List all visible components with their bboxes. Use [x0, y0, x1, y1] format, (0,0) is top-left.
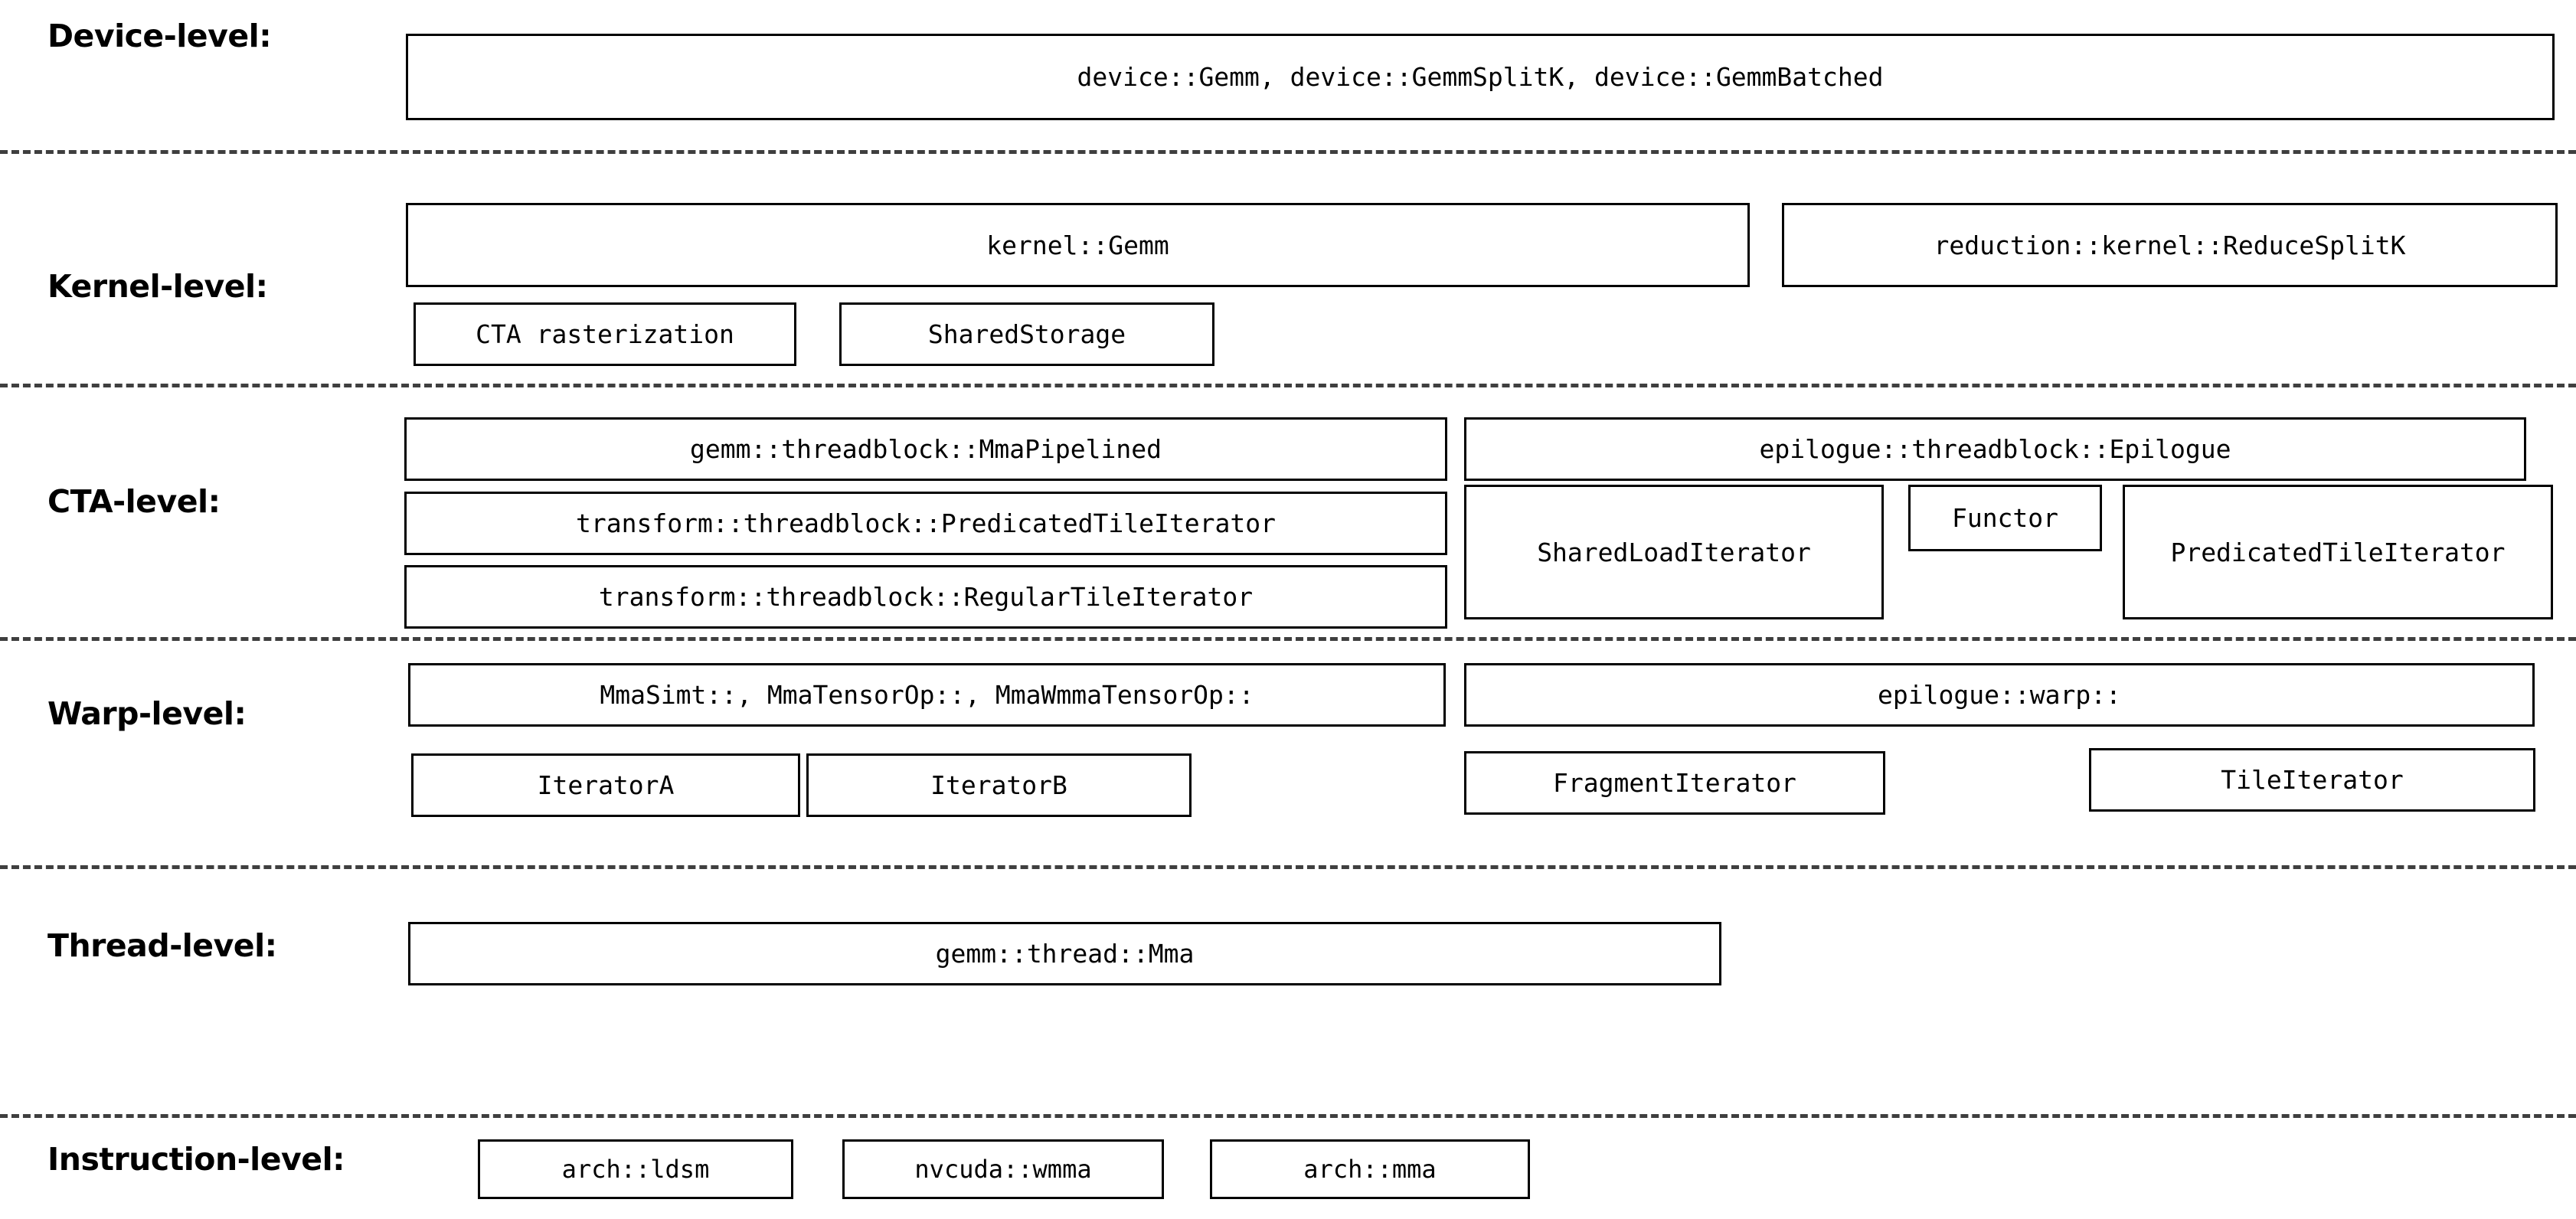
divider-warp-thread	[0, 865, 2576, 869]
box-device-gemm[interactable]: device::Gemm, device::GemmSplitK, device…	[406, 34, 2555, 120]
box-arch-ldsm[interactable]: arch::ldsm	[478, 1139, 793, 1199]
divider-kernel-cta	[0, 384, 2576, 387]
box-epilogue-threadblock-epilogue[interactable]: epilogue::threadblock::Epilogue	[1464, 417, 2526, 481]
box-mma-ops[interactable]: MmaSimt::, MmaTensorOp::, MmaWmmaTensorO…	[408, 663, 1446, 727]
box-iteratorb[interactable]: IteratorB	[806, 753, 1192, 817]
box-kernel-gemm[interactable]: kernel::Gemm	[406, 203, 1750, 287]
box-functor[interactable]: Functor	[1908, 485, 2102, 551]
level-label-kernel: Kernel-level:	[47, 268, 268, 305]
divider-thread-instruction	[0, 1114, 2576, 1118]
divider-device-kernel	[0, 150, 2576, 154]
level-label-device: Device-level:	[47, 18, 272, 54]
box-shared-storage[interactable]: SharedStorage	[839, 302, 1214, 366]
box-transform-threadblock-regulartileiterator[interactable]: transform::threadblock::RegularTileItera…	[404, 565, 1447, 629]
box-arch-mma[interactable]: arch::mma	[1210, 1139, 1530, 1199]
box-gemm-thread-mma[interactable]: gemm::thread::Mma	[408, 922, 1721, 985]
box-gemm-threadblock-mmapipelined[interactable]: gemm::threadblock::MmaPipelined	[404, 417, 1447, 481]
level-label-cta: CTA-level:	[47, 483, 221, 520]
box-iteratora[interactable]: IteratorA	[411, 753, 800, 817]
box-predicatedtileiterator[interactable]: PredicatedTileIterator	[2123, 485, 2553, 619]
box-sharedloaditerator[interactable]: SharedLoadIterator	[1464, 485, 1884, 619]
box-tileiterator[interactable]: TileIterator	[2089, 748, 2535, 812]
box-cta-rasterization[interactable]: CTA rasterization	[414, 302, 796, 366]
box-fragmentiterator[interactable]: FragmentIterator	[1464, 751, 1885, 815]
level-label-instruction: Instruction-level:	[47, 1141, 345, 1178]
box-transform-threadblock-predicatedtileiterator[interactable]: transform::threadblock::PredicatedTileIt…	[404, 492, 1447, 555]
box-epilogue-warp[interactable]: epilogue::warp::	[1464, 663, 2535, 727]
box-reduction-kernel-reducesplitk[interactable]: reduction::kernel::ReduceSplitK	[1782, 203, 2558, 287]
divider-cta-warp	[0, 637, 2576, 641]
level-label-thread: Thread-level:	[47, 927, 277, 964]
level-label-warp: Warp-level:	[47, 695, 247, 732]
box-nvcuda-wmma[interactable]: nvcuda::wmma	[842, 1139, 1164, 1199]
